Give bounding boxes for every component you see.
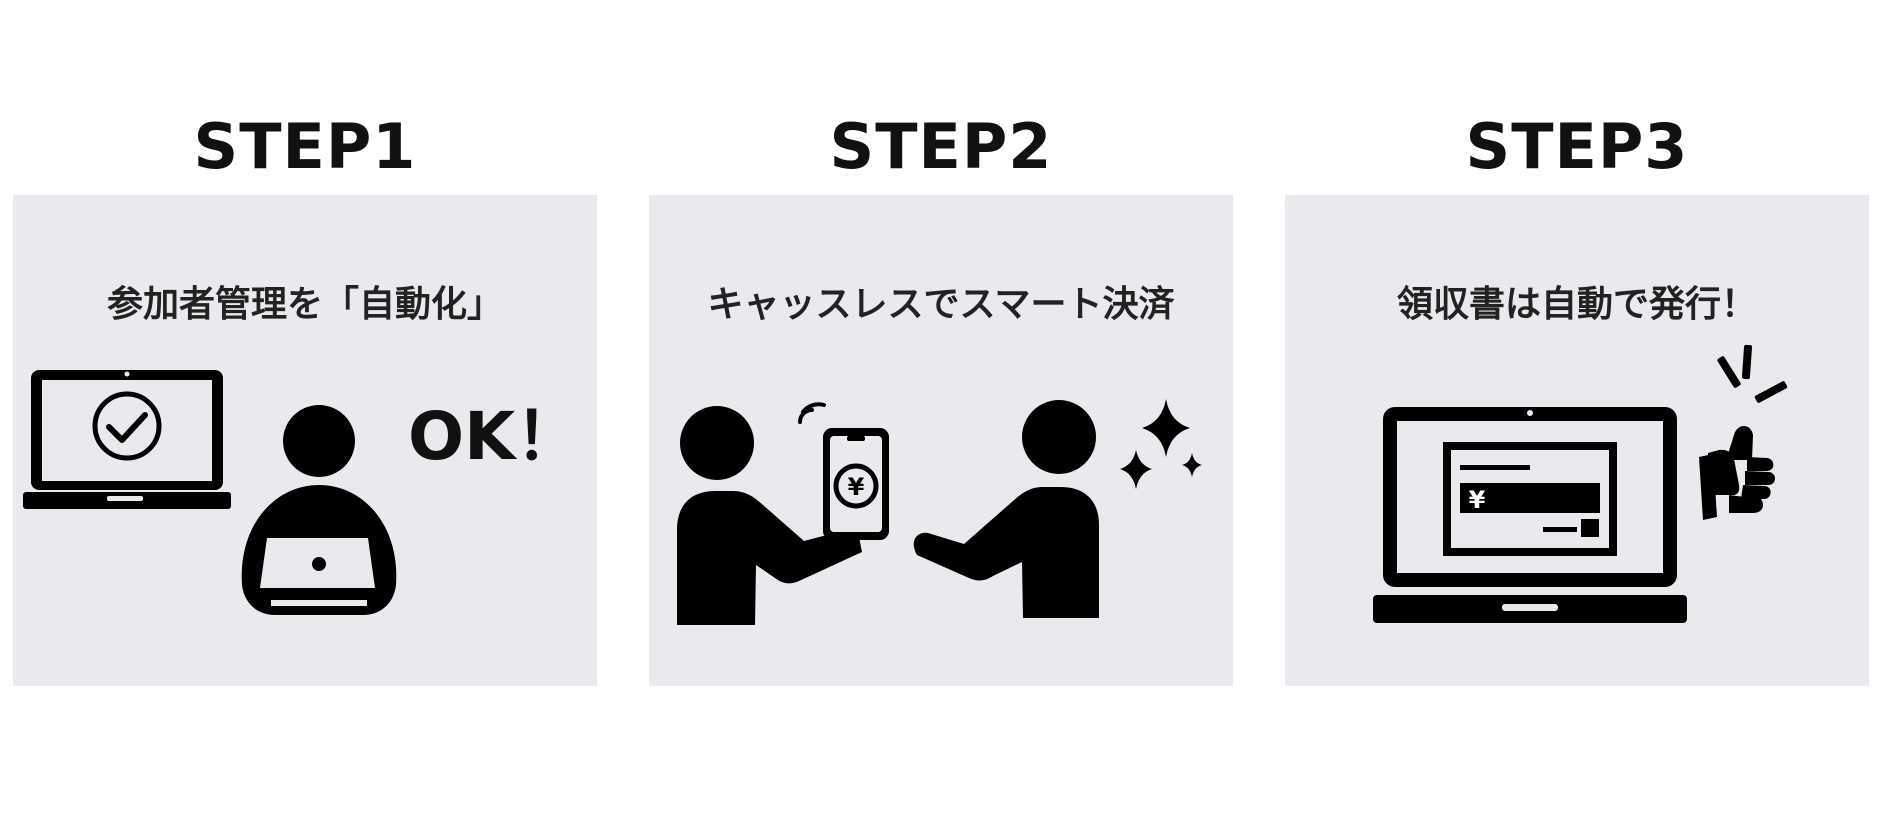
step2-illustration: ¥: [677, 399, 1202, 625]
step2-title: STEP2: [829, 110, 1053, 183]
laptop-receipt-icon: ¥: [1373, 407, 1687, 623]
step1-caption: 参加者管理を「自動化」: [106, 284, 503, 325]
step3-title: STEP3: [1465, 110, 1689, 183]
step2-caption: キャッスレスでスマート決済: [707, 284, 1175, 325]
step1-title: STEP1: [193, 110, 417, 183]
step3-caption: 領収書は自動で発行！: [1396, 284, 1757, 325]
person-receiving-icon: [913, 400, 1099, 618]
step2-yen-symbol: ¥: [848, 473, 865, 501]
step3-panel: 領収書は自動で発行！ ¥: [1285, 195, 1869, 686]
step1-panel: 参加者管理を「自動化」 OK！: [13, 195, 597, 686]
step3-illustration: ¥: [1373, 344, 1788, 623]
step3-yen-symbol: ¥: [1469, 486, 1486, 514]
person-with-laptop-icon: [241, 405, 397, 615]
person-holding-phone-icon: [677, 406, 862, 625]
thumbs-up-icon: [1699, 344, 1788, 520]
step1-ok-text: OK！: [408, 398, 582, 475]
step1-illustration: [23, 370, 397, 615]
step2-panel: キャッスレスでスマート決済 ¥: [649, 195, 1233, 686]
smartphone-yen-icon: ¥: [798, 402, 889, 540]
laptop-check-icon: [23, 370, 231, 509]
sparkle-icon: [1120, 399, 1202, 489]
